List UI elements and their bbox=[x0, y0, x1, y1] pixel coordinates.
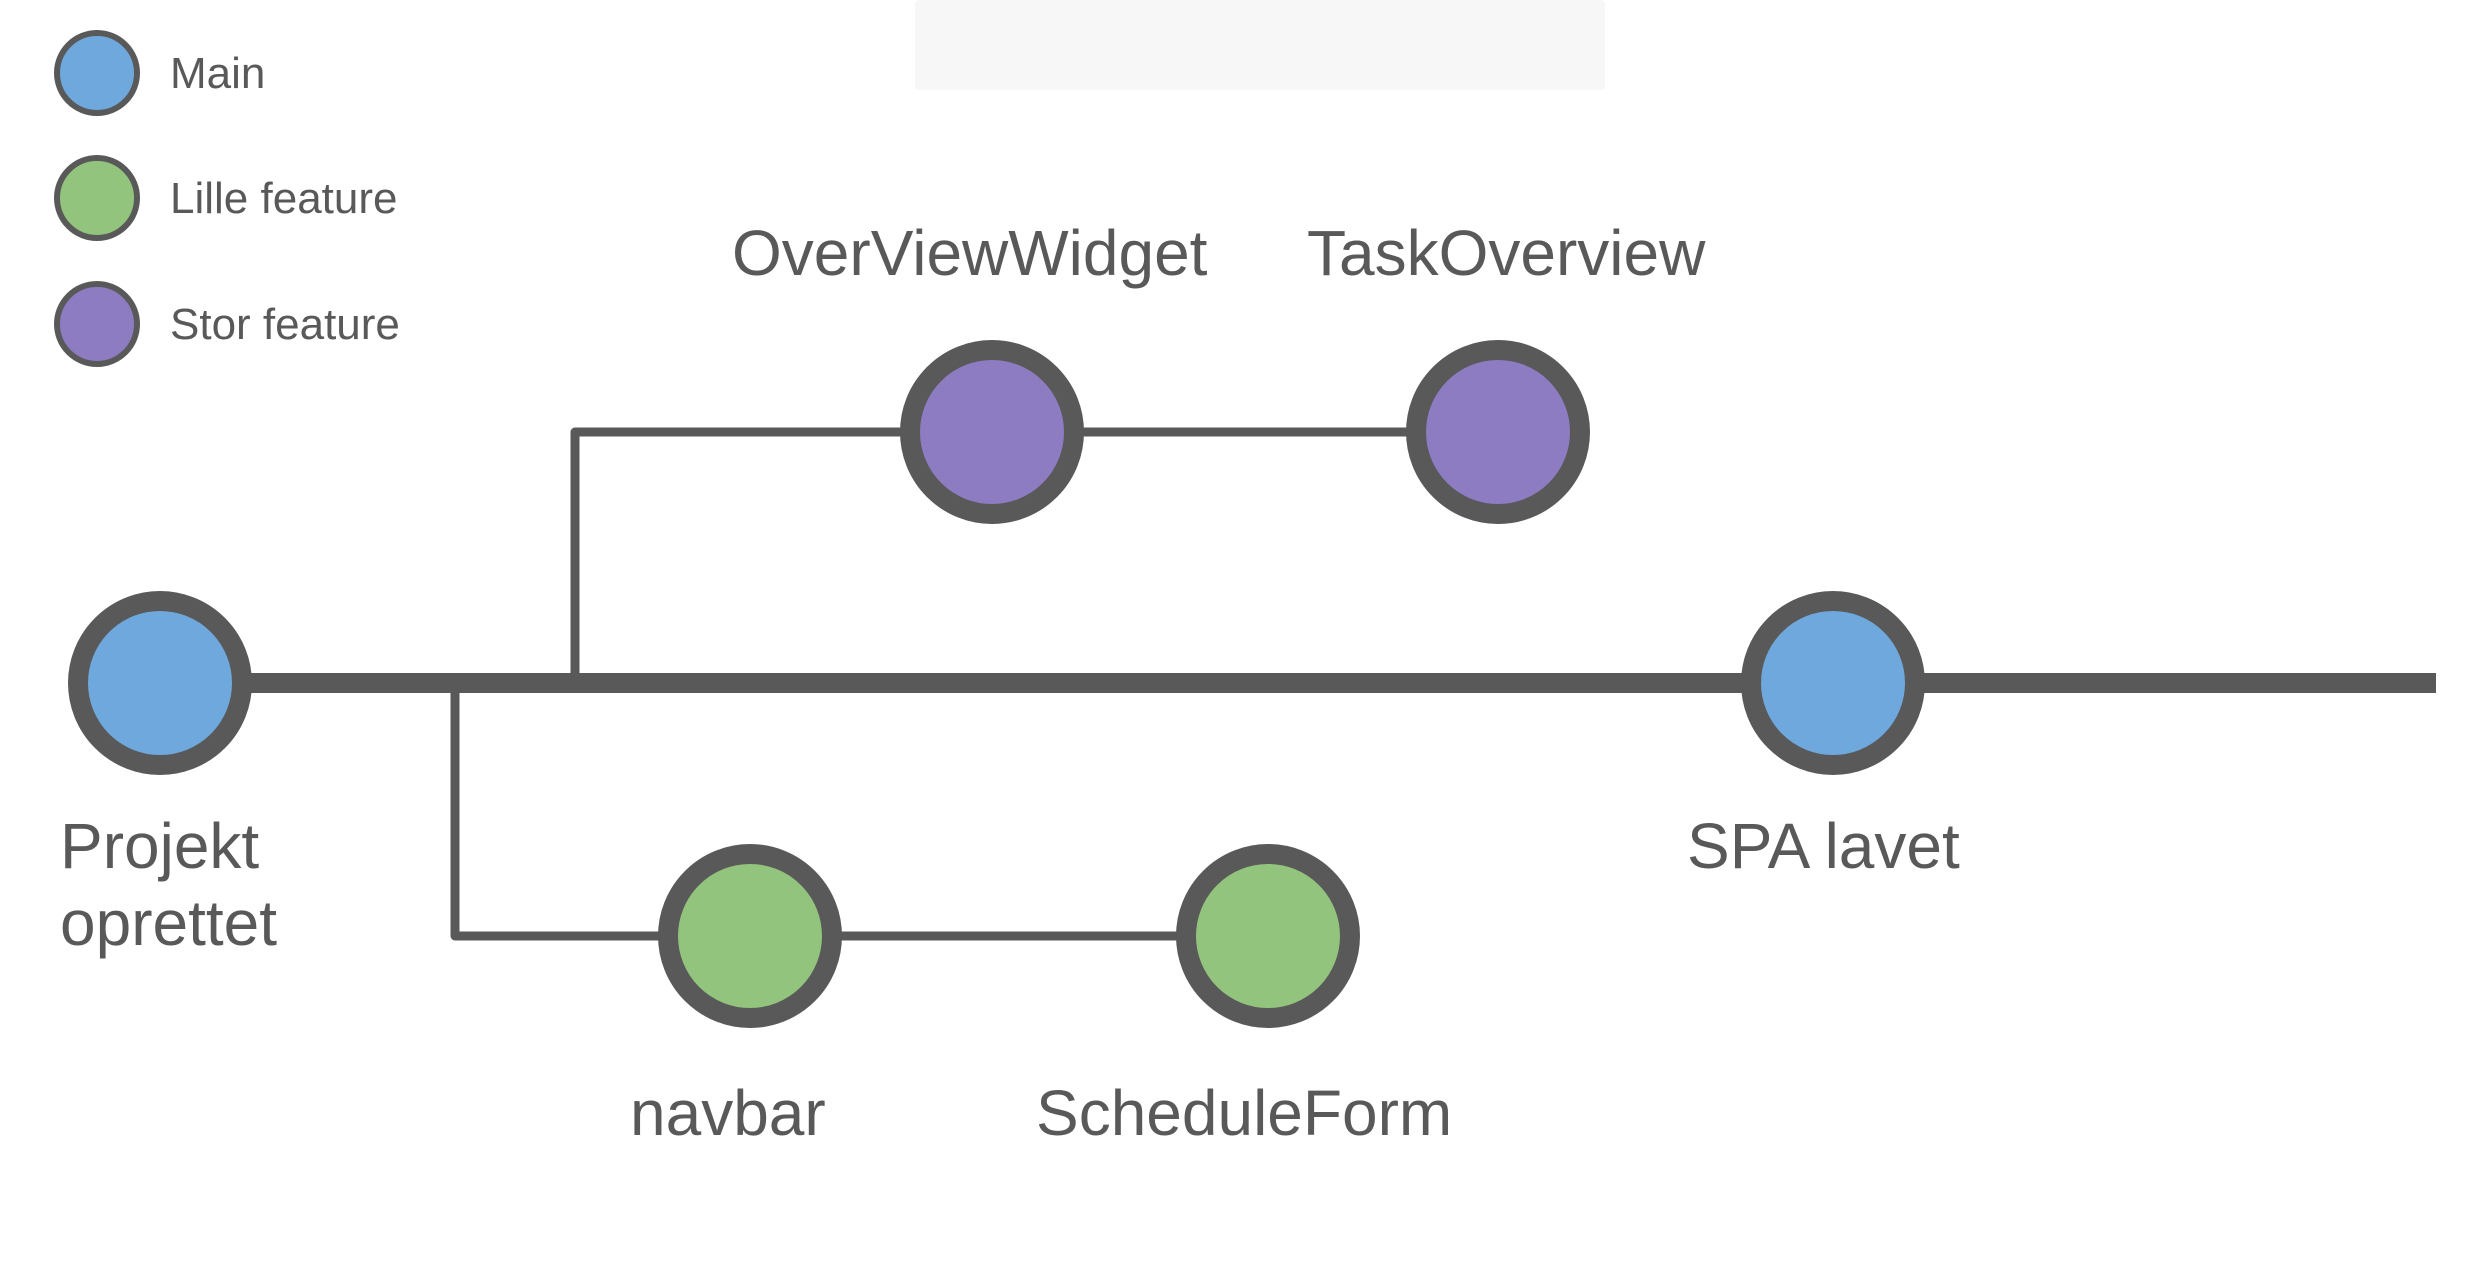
legend-swatch-large-feature bbox=[54, 281, 140, 367]
label-schedule-form: ScheduleForm bbox=[1036, 1077, 1452, 1149]
commit-node-navbar bbox=[658, 844, 842, 1028]
legend-swatch-small-feature bbox=[54, 155, 140, 241]
large-feature-branch-line bbox=[570, 427, 1500, 683]
label-projekt-oprettet-line1: Projekt bbox=[60, 810, 259, 882]
commit-node-spa-lavet bbox=[1741, 591, 1925, 775]
legend-label-main: Main bbox=[170, 49, 265, 98]
label-overview-widget: OverViewWidget bbox=[732, 217, 1208, 289]
small-feature-branch-line bbox=[450, 683, 1270, 941]
commit-node-task-overview bbox=[1406, 340, 1590, 524]
legend-label-small-feature: Lille feature bbox=[170, 174, 397, 223]
commit-nodes bbox=[68, 340, 1925, 1028]
label-projekt-oprettet-line2: oprettet bbox=[60, 887, 277, 959]
legend-label-large-feature: Stor feature bbox=[170, 300, 400, 349]
commit-node-projekt-oprettet bbox=[68, 591, 252, 775]
label-spa-lavet: SPA lavet bbox=[1687, 810, 1960, 882]
commit-node-schedule-form bbox=[1176, 844, 1360, 1028]
label-navbar: navbar bbox=[630, 1077, 826, 1149]
legend-swatch-main bbox=[54, 30, 140, 116]
branch-lines bbox=[160, 427, 2436, 941]
commit-labels: OverViewWidget TaskOverview Projekt opre… bbox=[60, 217, 1960, 1149]
label-task-overview: TaskOverview bbox=[1307, 217, 1706, 289]
faint-top-bar bbox=[915, 0, 1605, 90]
legend: Main Lille feature Stor feature bbox=[54, 30, 400, 367]
commit-node-overview-widget bbox=[900, 340, 1084, 524]
